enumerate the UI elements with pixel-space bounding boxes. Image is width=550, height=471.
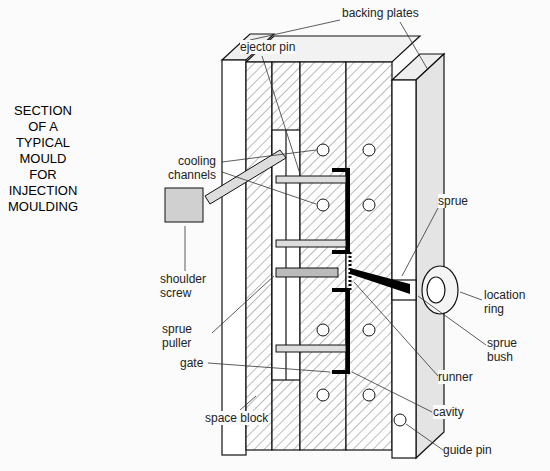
part-label: ejector pin [240,40,320,54]
diagram-title: SECTION OF A TYPICAL MOULD FOR INJECTION… [5,103,81,215]
part-label: sprue bush [487,336,537,364]
part-label: location ring [484,288,544,316]
part-label: gate [180,356,220,370]
part-label: space block [205,411,295,425]
part-label: runner [438,370,498,384]
part-label: guide pin [443,443,513,457]
part-label: backing plates [342,6,432,20]
part-label: cooling channels [150,154,216,182]
part-label: sprue puller [162,322,210,350]
part-label: cavity [433,405,493,419]
part-label: shoulder screw [160,272,220,300]
part-label: sprue [438,194,498,208]
